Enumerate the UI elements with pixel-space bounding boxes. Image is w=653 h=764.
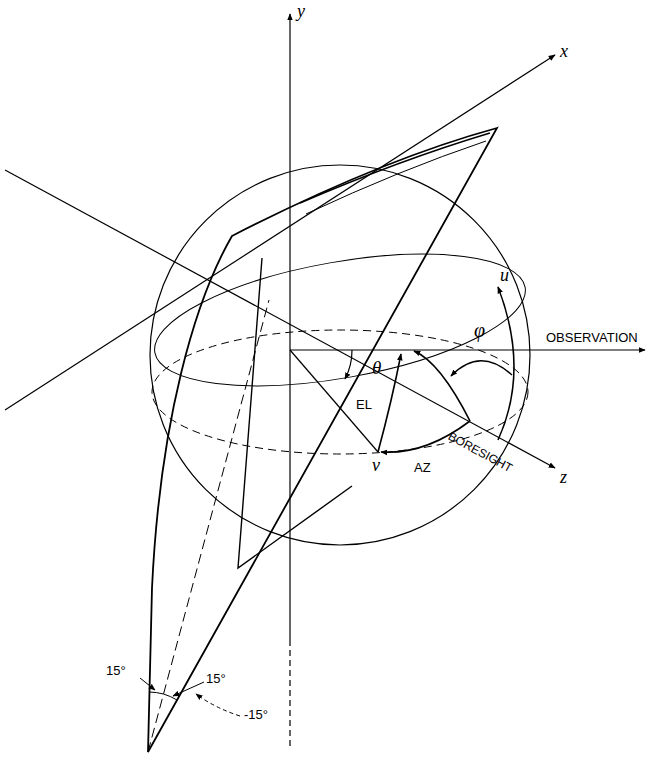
axis-label: z <box>560 468 567 486</box>
angle-label: θ <box>372 358 381 377</box>
axis-label: v <box>372 456 380 474</box>
angle-label: 15° <box>206 672 226 685</box>
angle-label: φ <box>474 320 485 340</box>
angle-label: AZ <box>414 461 431 474</box>
angle-label: 15° <box>106 664 126 677</box>
direction-label: OBSERVATION <box>546 331 638 344</box>
axis-label: u <box>500 266 509 284</box>
axis-label: y <box>297 2 305 20</box>
angle-label: -15° <box>244 708 268 721</box>
axis-label: x <box>560 42 568 60</box>
angle-label: EL <box>356 398 372 411</box>
